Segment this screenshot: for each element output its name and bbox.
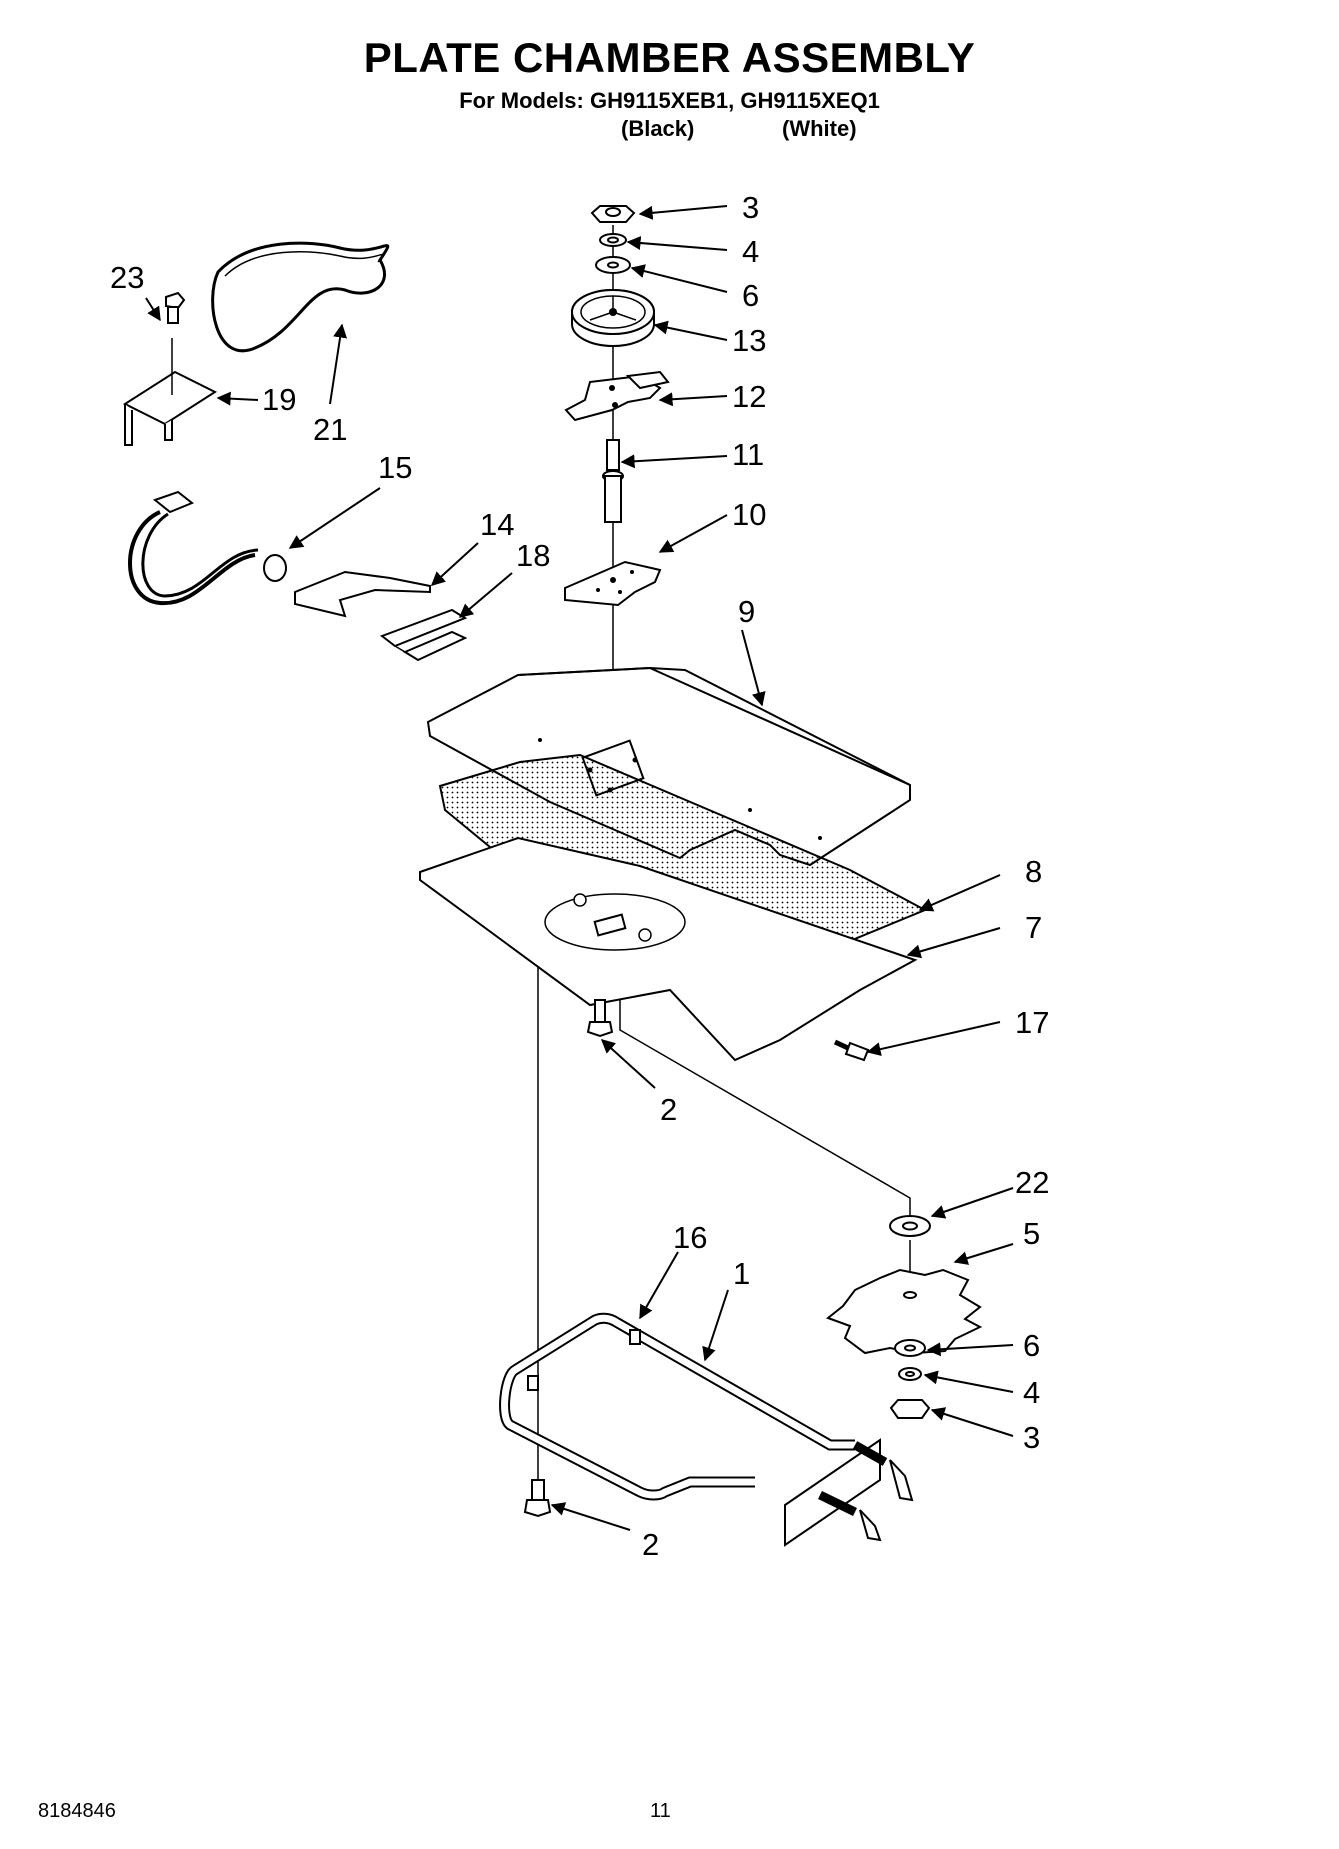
screw-top-left-part [165, 291, 186, 324]
callout-21: 21 [313, 412, 347, 447]
insulator-block-part [379, 608, 468, 662]
callout-12: 12 [732, 379, 766, 414]
callout-22: 22 [1015, 1165, 1049, 1200]
screw-bottom-part [523, 1479, 552, 1518]
nut-bottom-part [889, 1399, 931, 1419]
callout-3-bottom: 3 [1023, 1420, 1040, 1455]
callout-23: 23 [110, 260, 144, 295]
mounting-bracket-part [122, 338, 218, 446]
callout-10: 10 [732, 497, 766, 532]
star-hub-part [825, 1268, 983, 1355]
spacer-part [889, 1215, 931, 1237]
callout-3-top: 3 [742, 190, 759, 225]
page-number: 11 [650, 1800, 671, 1822]
lock-washer-top-part [599, 233, 627, 247]
variant-black-label: (Black) [621, 116, 695, 141]
heating-element-part [499, 1312, 914, 1547]
callout-14: 14 [480, 507, 514, 542]
callout-4-bottom: 4 [1023, 1375, 1040, 1410]
leader-line-to-spacer [619, 985, 911, 1215]
flat-washer-top-part [595, 256, 631, 274]
sensor-bracket-part [294, 570, 431, 618]
variant-white-label: (White) [782, 116, 857, 141]
callout-6-bottom: 6 [1023, 1328, 1040, 1363]
shaft-mount-plate-part [564, 560, 662, 607]
document-number: 8184846 [38, 1800, 116, 1822]
heat-shield-plate-part [419, 836, 918, 1062]
model-list: For Models: GH9115XEB1, GH9115XEQ1 [459, 88, 880, 113]
callout-1: 1 [733, 1256, 750, 1291]
callout-11: 11 [732, 437, 764, 472]
callout-7: 7 [1025, 910, 1042, 945]
leader-arrows [145, 205, 1014, 1531]
callout-13: 13 [732, 323, 766, 358]
callout-6-top: 6 [742, 278, 759, 313]
callout-9: 9 [738, 594, 755, 629]
callout-19: 19 [262, 382, 296, 417]
lock-washer-bottom-part [898, 1367, 922, 1381]
drive-belt-part [211, 241, 390, 353]
callout-17: 17 [1015, 1005, 1049, 1040]
page-title: PLATE CHAMBER ASSEMBLY [363, 34, 976, 81]
callout-15: 15 [378, 450, 412, 485]
screw-mid-part [586, 999, 614, 1038]
callout-2-bottom: 2 [642, 1527, 659, 1562]
pulley-bracket-part [564, 370, 670, 422]
nut-top-part [590, 205, 636, 223]
pulley-part [571, 289, 655, 347]
callout-16: 16 [673, 1220, 707, 1255]
callout-2-mid: 2 [660, 1092, 677, 1127]
drive-shaft-part [602, 439, 624, 523]
callout-8: 8 [1025, 854, 1042, 889]
screw-side-part [833, 1039, 870, 1062]
callout-18: 18 [516, 538, 550, 573]
wire-harness-part [128, 490, 287, 606]
callout-4-top: 4 [742, 234, 759, 269]
flat-washer-bottom-part [894, 1339, 926, 1357]
callout-5: 5 [1023, 1216, 1040, 1251]
